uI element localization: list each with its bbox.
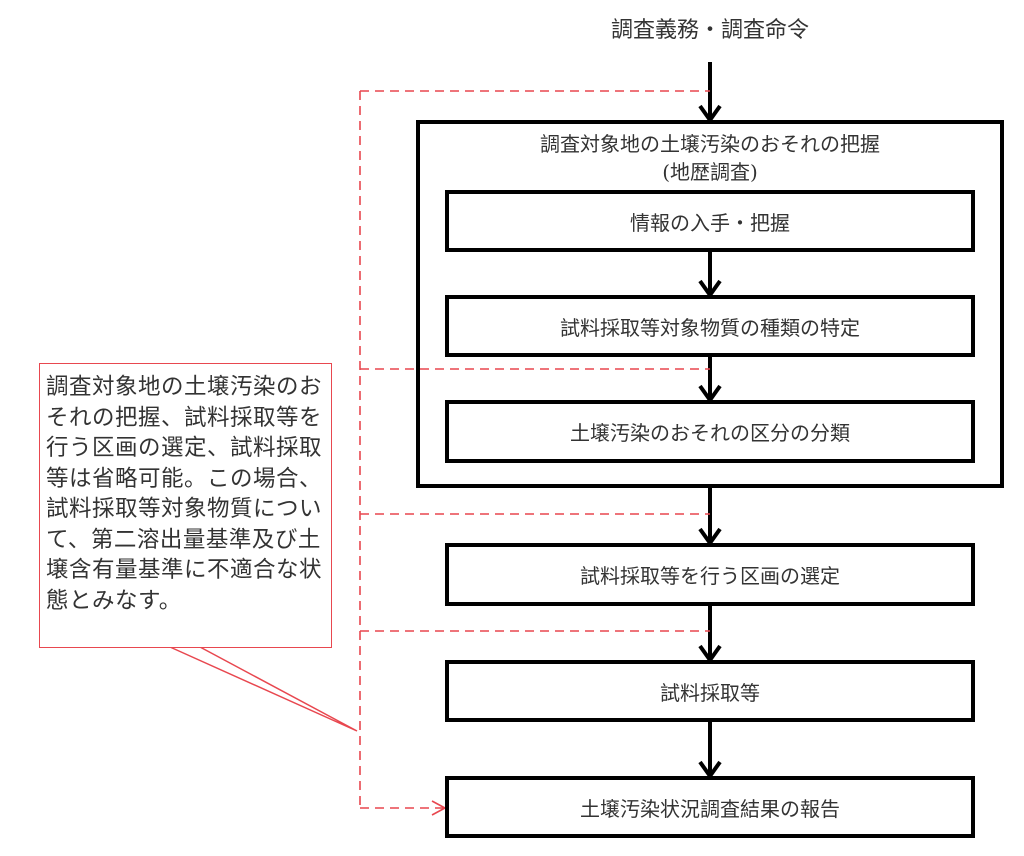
step-report[interactable]: 土壌汚染状況調査結果の報告 <box>445 776 975 838</box>
callout-note: 調査対象地の土壌汚染のおそれの把握、試料採取等を行う区画の選定、試料採取等は省略… <box>39 363 332 648</box>
callout-tail <box>169 646 358 732</box>
step-label: 試料採取等を行う区画の選定 <box>580 564 840 588</box>
step-contamination-classification[interactable]: 土壌汚染のおそれの区分の分類 <box>445 400 975 463</box>
start-label-text: 調査義務・調査命令 <box>610 18 809 43</box>
step-label: 試料採取等 <box>660 680 760 705</box>
step-label: 試料採取等対象物質の種類の特定 <box>560 315 860 340</box>
step-substance-identification[interactable]: 試料採取等対象物質の種類の特定 <box>445 295 975 357</box>
step-sampling[interactable]: 試料採取等 <box>445 660 975 722</box>
group-title: 調査対象地の土壌汚染のおそれの把握 <box>540 132 880 156</box>
step-label: 土壌汚染のおそれの区分の分類 <box>570 421 850 445</box>
callout-text: 調査対象地の土壌汚染のおそれの把握、試料採取等を行う区画の選定、試料採取等は省略… <box>46 374 323 614</box>
step-label: 土壌汚染状況調査結果の報告 <box>580 796 840 821</box>
group-subtitle: (地歴調査) <box>662 160 758 184</box>
skip-path <box>359 90 710 809</box>
step-info-acquisition[interactable]: 情報の入手・把握 <box>445 190 975 252</box>
step-section-selection[interactable]: 試料採取等を行う区画の選定 <box>445 543 975 606</box>
group-box-site-history-survey <box>416 120 1004 488</box>
step-label: 情報の入手・把握 <box>630 210 790 235</box>
